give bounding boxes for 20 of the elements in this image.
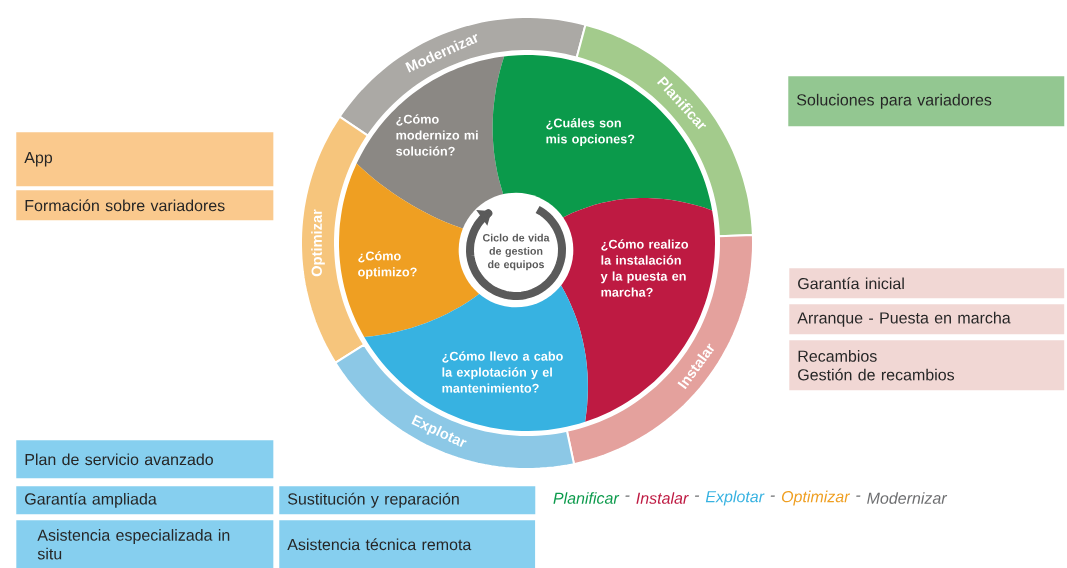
stage-word: -: [856, 495, 861, 497]
service-box: Garantía inicial: [789, 268, 1065, 299]
stage-word: -: [694, 495, 700, 497]
stage-word: Modernizar: [867, 492, 948, 504]
service-box: Arranque - Puesta en marcha: [789, 304, 1065, 335]
stage-word: -: [770, 495, 775, 497]
service-box: App: [16, 132, 274, 187]
service-box: Plan de servicio avanzado: [16, 440, 274, 479]
service-box: Sustitución y reparación: [279, 486, 536, 515]
service-box: Garantía ampliada: [16, 486, 274, 515]
service-box: Asistencia técnica remota: [279, 520, 536, 568]
service-box: Soluciones para variadores: [788, 76, 1065, 127]
stage-word: -: [625, 495, 630, 497]
service-box: Asistencia especializada in situ: [16, 520, 274, 568]
stage-word: Explotar: [705, 490, 765, 506]
stage-word: Instalar: [636, 492, 689, 504]
stage-word: Planificar: [553, 492, 620, 504]
stage-word: Optimizar: [781, 490, 851, 506]
service-box: Recambios Gestión de recambios: [789, 340, 1065, 391]
service-box: Formación sobre variadores: [16, 190, 274, 221]
